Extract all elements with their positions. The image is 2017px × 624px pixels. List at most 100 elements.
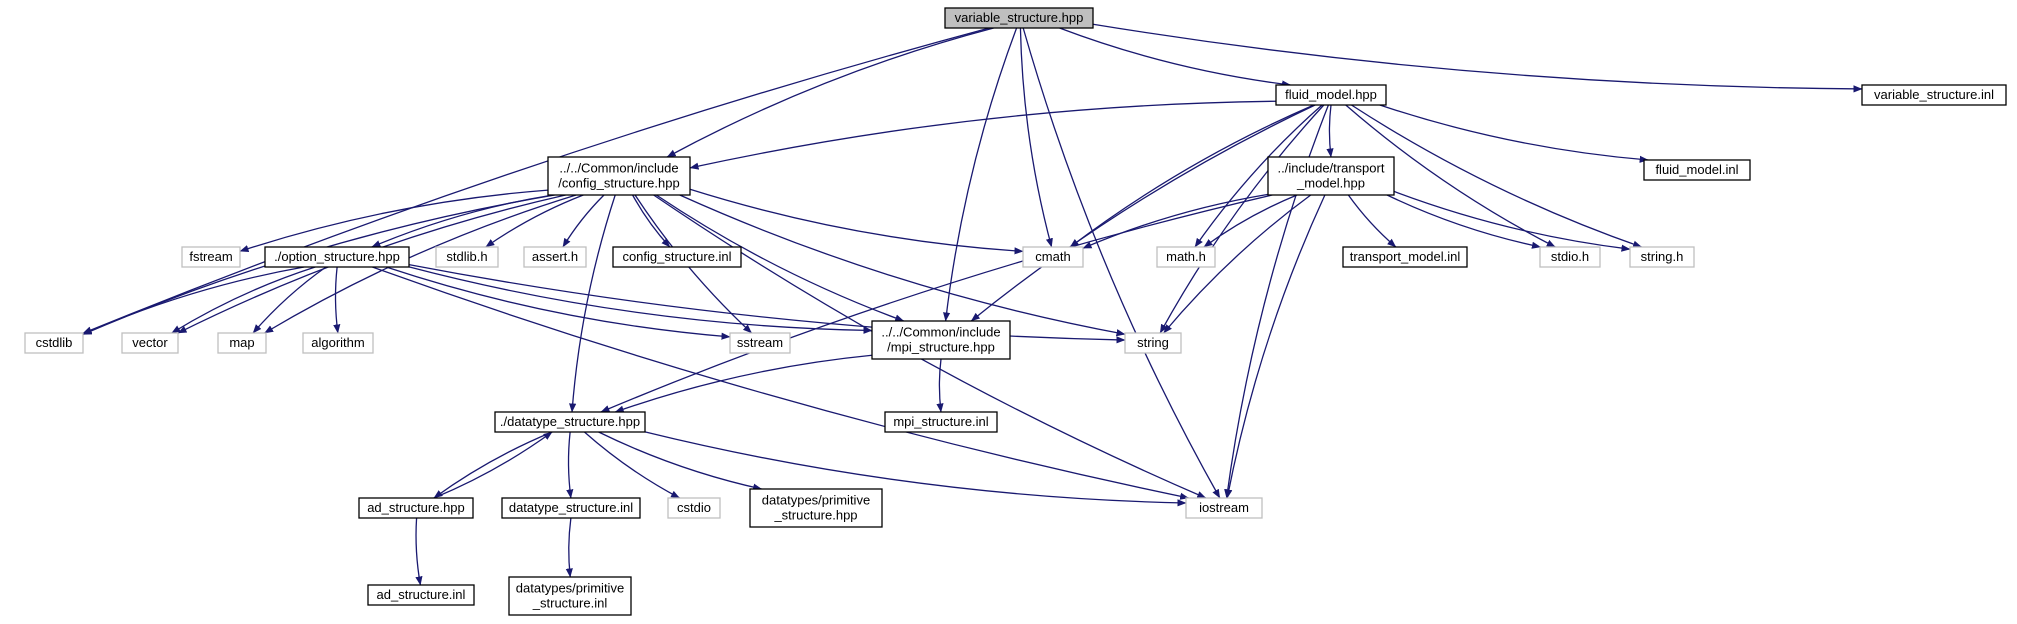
node-mpi-structure-hpp[interactable]: ../../Common/include/mpi_structure.hpp — [871, 320, 1011, 360]
edge-option-structure-hpp-to-vector — [171, 266, 316, 334]
node-label: map — [229, 335, 254, 350]
node-label: iostream — [1199, 500, 1249, 515]
node-cmath: cmath — [1022, 246, 1084, 268]
node-label: ../../Common/include — [559, 161, 678, 176]
edge-config-structure-hpp-to-string — [679, 194, 1126, 337]
edge-fluid-model-hpp-to-string — [1159, 104, 1325, 334]
node-label: ../include/transport — [1278, 161, 1385, 176]
edge-fluid-model-hpp-to-mpi-structure-hpp — [970, 104, 1316, 322]
edge-option-structure-hpp-to-mpi-structure-hpp — [408, 266, 873, 334]
node-box — [1267, 156, 1395, 196]
node-variable-structure-hpp: variable_structure.hpp — [944, 7, 1094, 29]
node-label: stdio.h — [1551, 249, 1589, 264]
node-primitive-structure-inl[interactable]: datatypes/primitive_structure.inl — [508, 576, 632, 616]
node-label: string.h — [1641, 249, 1684, 264]
node-box — [1643, 159, 1751, 181]
node-datatype-structure-hpp[interactable]: ./datatype_structure.hpp — [494, 411, 646, 433]
edge-transport-model-hpp-to-string-h — [1393, 190, 1631, 252]
node-transport-model-inl[interactable]: transport_model.inl — [1342, 246, 1468, 268]
edge-variable-structure-hpp-to-fluid-model-hpp — [1059, 27, 1291, 88]
node-ad-structure-hpp[interactable]: ad_structure.hpp — [358, 497, 474, 519]
node-label: ./option_structure.hpp — [274, 249, 400, 264]
node-box — [508, 576, 632, 616]
node-cstdio: cstdio — [667, 497, 721, 519]
node-label: /mpi_structure.hpp — [887, 340, 995, 355]
node-box — [367, 584, 475, 606]
edge-ad-structure-hpp-to-datatype-structure-hpp — [433, 431, 553, 499]
edge-transport-model-hpp-to-stdio-h — [1386, 194, 1541, 249]
edge-datatype-structure-inl-to-primitive-structure-inl — [565, 517, 573, 578]
node-label: datatypes/primitive — [516, 581, 624, 596]
node-fluid-model-hpp[interactable]: fluid_model.hpp — [1275, 84, 1387, 106]
node-label: cstdio — [677, 500, 711, 515]
edge-fluid-model-hpp-to-math-h — [1194, 104, 1323, 248]
edge-config-structure-hpp-to-config-structure-inl — [632, 194, 671, 248]
node-variable-structure-inl[interactable]: variable_structure.inl — [1861, 84, 2007, 106]
edge-config-structure-hpp-to-option-structure-hpp — [371, 194, 553, 248]
node-option-structure-hpp[interactable]: ./option_structure.hpp — [264, 246, 410, 268]
node-box — [612, 246, 742, 268]
edge-transport-model-hpp-to-math-h — [1203, 194, 1298, 248]
node-label: datatypes/primitive — [762, 493, 870, 508]
node-label: ad_structure.hpp — [367, 500, 465, 515]
node-label: variable_structure.hpp — [955, 10, 1084, 25]
node-transport-model-hpp[interactable]: ../include/transport_model.hpp — [1267, 156, 1395, 196]
edge-config-structure-hpp-to-cmath — [689, 188, 1024, 255]
edge-transport-model-hpp-to-datatype-structure-hpp — [600, 194, 1273, 413]
edge-config-structure-hpp-to-map — [264, 194, 577, 334]
edges-layer — [82, 23, 1863, 586]
edge-option-structure-hpp-to-iostream — [372, 266, 1190, 500]
node-box — [302, 332, 374, 354]
node-box — [729, 332, 791, 354]
node-assert-h: assert.h — [523, 246, 587, 268]
edge-variable-structure-hpp-to-config-structure-hpp — [666, 27, 994, 158]
node-label: _model.hpp — [1296, 176, 1365, 191]
node-mpi-structure-inl[interactable]: mpi_structure.inl — [884, 411, 998, 433]
node-label: stdlib.h — [446, 249, 487, 264]
edge-transport-model-hpp-to-transport-model-inl — [1347, 194, 1397, 248]
node-label: fstream — [189, 249, 232, 264]
edge-mpi-structure-hpp-to-datatype-structure-hpp — [614, 354, 873, 413]
edge-transport-model-hpp-to-iostream — [1225, 194, 1326, 499]
edge-fluid-model-hpp-to-fluid-model-inl — [1379, 104, 1649, 163]
node-box — [1022, 246, 1084, 268]
edge-option-structure-hpp-to-sstream — [385, 266, 731, 340]
node-iostream: iostream — [1185, 497, 1263, 519]
edge-option-structure-hpp-to-cstdlib — [82, 266, 305, 335]
node-box — [264, 246, 410, 268]
node-label: cstdlib — [36, 335, 73, 350]
node-box — [1124, 332, 1182, 354]
edge-fluid-model-hpp-to-cmath — [1069, 104, 1315, 248]
node-ad-structure-inl[interactable]: ad_structure.inl — [367, 584, 475, 606]
node-label: vector — [132, 335, 168, 350]
node-cstdlib: cstdlib — [24, 332, 84, 354]
edge-variable-structure-hpp-to-variable-structure-inl — [1092, 23, 1863, 93]
node-box — [435, 246, 499, 268]
edge-datatype-structure-hpp-to-primitive-structure-hpp — [598, 431, 763, 491]
edge-config-structure-hpp-to-assert-h — [562, 194, 605, 248]
node-stdlib-h: stdlib.h — [435, 246, 499, 268]
edge-variable-structure-hpp-to-mpi-structure-hpp — [943, 27, 1018, 322]
node-box — [1861, 84, 2007, 106]
node-datatype-structure-inl[interactable]: datatype_structure.inl — [501, 497, 641, 519]
node-config-structure-hpp[interactable]: ../../Common/include/config_structure.hp… — [547, 156, 691, 196]
node-label: fluid_model.hpp — [1285, 87, 1377, 102]
edge-fluid-model-hpp-to-config-structure-hpp — [689, 100, 1277, 170]
edge-datatype-structure-hpp-to-cstdio — [583, 431, 680, 499]
node-box — [523, 246, 587, 268]
node-string: string — [1124, 332, 1182, 354]
node-label: _structure.inl — [532, 596, 608, 611]
edge-config-structure-hpp-to-mpi-structure-hpp — [655, 194, 905, 322]
node-fluid-model-inl[interactable]: fluid_model.inl — [1643, 159, 1751, 181]
node-map: map — [217, 332, 267, 354]
node-box — [1629, 246, 1695, 268]
node-config-structure-inl[interactable]: config_structure.inl — [612, 246, 742, 268]
node-sstream: sstream — [729, 332, 791, 354]
node-primitive-structure-hpp[interactable]: datatypes/primitive_structure.hpp — [749, 488, 883, 528]
node-box — [358, 497, 474, 519]
node-box — [501, 497, 641, 519]
node-label: variable_structure.inl — [1874, 87, 1994, 102]
edge-fluid-model-hpp-to-transport-model-hpp — [1326, 104, 1334, 158]
node-vector: vector — [121, 332, 179, 354]
node-box — [181, 246, 241, 268]
